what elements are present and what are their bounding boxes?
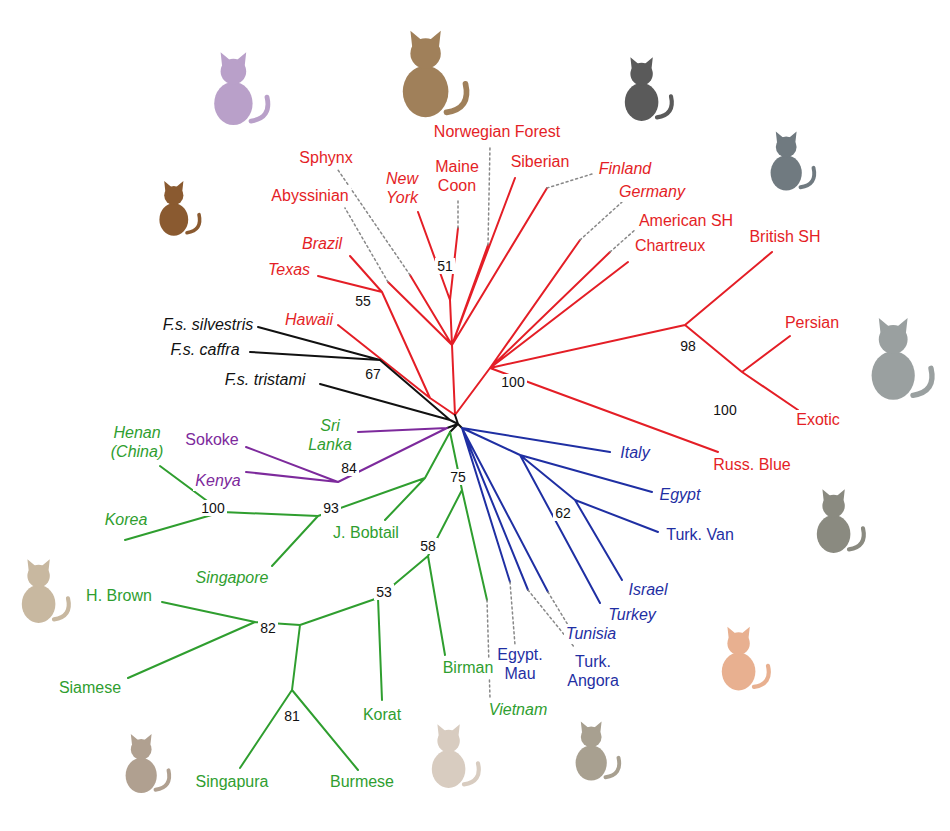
breed-label: J. Bobtail	[331, 523, 401, 542]
population-label: Texas	[266, 260, 312, 279]
population-label: Sri Lanka	[306, 416, 354, 454]
population-label: Henan (China)	[109, 423, 165, 461]
breed-label: Turk. Angora	[565, 652, 621, 690]
population-label: Hawaii	[283, 310, 335, 329]
cat-picture	[625, 57, 672, 121]
bootstrap-value: 100	[199, 500, 226, 517]
bootstrap-value: 81	[282, 708, 302, 725]
bootstrap-value: 93	[321, 500, 341, 517]
bootstrap-value: 58	[418, 538, 438, 555]
tree-branch	[125, 432, 487, 770]
cat-picture	[817, 489, 864, 553]
tree-branch	[318, 178, 798, 452]
population-label: New York	[384, 169, 420, 207]
breed-label: Abyssinian	[269, 186, 350, 205]
population-label: Korea	[103, 510, 150, 529]
breed-label: Korat	[361, 705, 403, 724]
bootstrap-value: 100	[499, 374, 526, 391]
breed-label: Exotic	[794, 410, 842, 429]
breed-label: American SH	[637, 211, 735, 230]
bootstrap-value: 51	[435, 258, 455, 275]
breed-label: Siamese	[57, 678, 123, 697]
population-label: Singapore	[194, 568, 271, 587]
population-label: Germany	[617, 182, 687, 201]
population-label: Egypt	[658, 485, 703, 504]
breed-label: Birman	[441, 658, 496, 677]
breed-label: H. Brown	[84, 586, 154, 605]
breed-label: Maine Coon	[433, 157, 481, 195]
bootstrap-value: 62	[553, 505, 573, 522]
bootstrap-value: 53	[374, 584, 394, 601]
bootstrap-value: 55	[353, 293, 373, 310]
breed-label: Singapura	[194, 772, 271, 791]
cat-picture	[771, 131, 815, 190]
population-label: Turkey	[606, 605, 658, 624]
bootstrap-value: 82	[258, 620, 278, 637]
population-label: Finland	[597, 159, 653, 178]
population-label: Italy	[618, 443, 651, 462]
species-label: F.s. caffra	[168, 340, 241, 359]
breed-label: Siberian	[509, 152, 572, 171]
population-label: Brazil	[300, 234, 344, 253]
population-label: Tunisia	[564, 624, 618, 643]
cat-picture	[432, 724, 479, 788]
bootstrap-value: 84	[339, 460, 359, 477]
bootstrap-value: 98	[678, 338, 698, 355]
breed-label: Egypt. Mau	[495, 645, 544, 683]
cat-picture	[576, 721, 620, 780]
tree-branch	[462, 428, 658, 603]
species-label: F.s. tristami	[223, 370, 308, 389]
cat-picture	[126, 734, 170, 793]
species-label: F.s. silvestris	[161, 315, 255, 334]
cat-picture	[872, 318, 932, 400]
cat-picture	[22, 559, 69, 623]
population-label: Vietnam	[487, 700, 549, 719]
population-label: Kenya	[193, 471, 242, 490]
breed-label: Chartreux	[633, 236, 707, 255]
leader-line	[338, 146, 636, 698]
cat-picture	[159, 181, 199, 236]
breed-label: Sphynx	[297, 148, 354, 167]
cat-pictures	[22, 31, 932, 793]
breed-label: Russ. Blue	[711, 455, 792, 474]
breed-label: British SH	[747, 227, 822, 246]
population-label: Israel	[626, 580, 669, 599]
bootstrap-value: 75	[448, 469, 468, 486]
breed-label: Persian	[783, 313, 841, 332]
breed-label: Burmese	[328, 772, 396, 791]
breed-label: Norwegian Forest	[432, 122, 562, 141]
breed-label: Turk. Van	[664, 525, 736, 544]
cat-picture	[403, 31, 467, 117]
breed-label: Sokoke	[183, 430, 240, 449]
bootstrap-value: 100	[711, 402, 738, 419]
cat-picture	[722, 627, 769, 691]
bootstrap-value: 67	[363, 366, 383, 383]
cat-picture	[214, 52, 268, 125]
